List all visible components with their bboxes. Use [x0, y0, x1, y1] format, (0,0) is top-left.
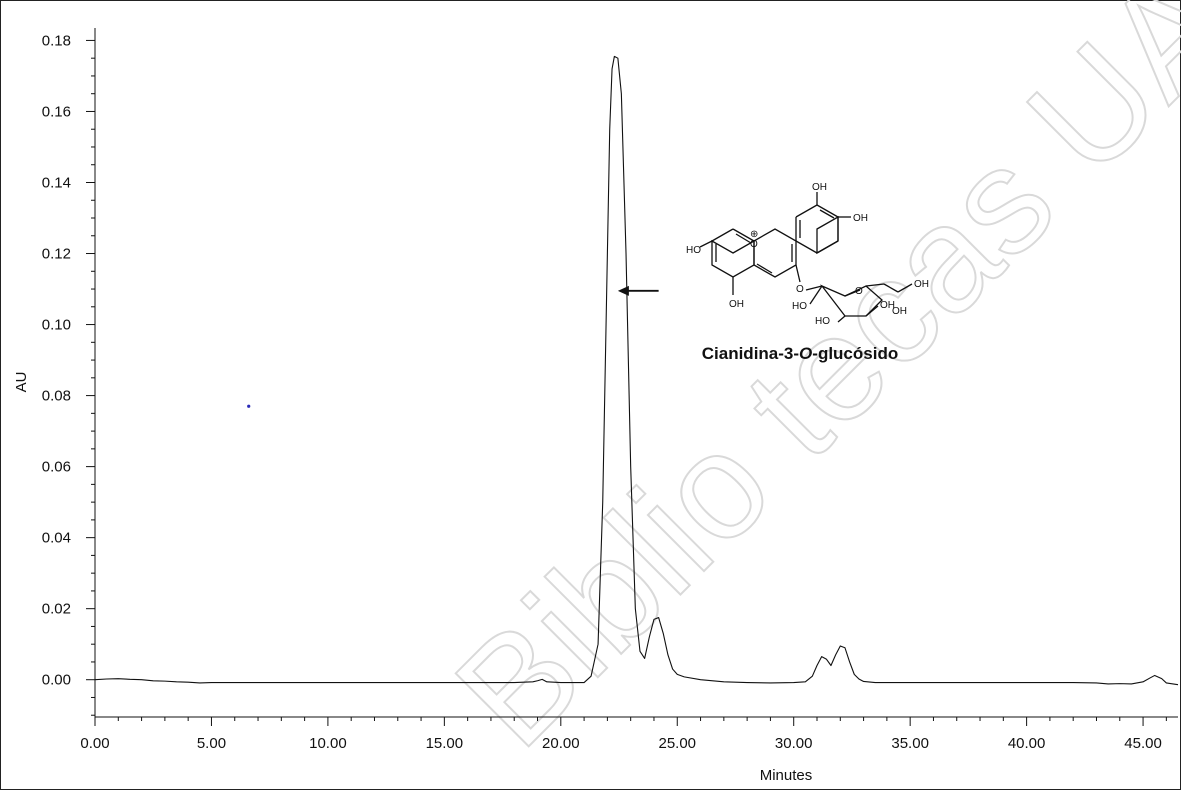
atom-oxonium-charge: ⊕	[750, 229, 758, 240]
watermark: Biblio tecas UAQ	[423, 0, 1181, 779]
x-tick-label: 25.00	[658, 735, 696, 752]
x-tick-label: 45.00	[1124, 735, 1162, 752]
atom-ho-1: HO	[686, 245, 701, 256]
atom-oh-4: OH	[914, 279, 929, 290]
x-axis-ticks: 0.00 5.00 10.00 15.00 20.00 25.00 30.00 35.00 40…	[80, 717, 1167, 752]
atom-o-ring: O	[750, 239, 758, 250]
y-tick-label: 0.10	[42, 317, 71, 334]
x-tick-label: 10.00	[309, 735, 347, 752]
peak-arrow-head	[617, 285, 629, 296]
atom-o-link: O	[796, 284, 804, 295]
axes	[94, 28, 1178, 718]
x-tick-label: 15.00	[426, 735, 464, 752]
atom-oh-6: OH	[892, 306, 907, 317]
ring-c	[753, 228, 797, 278]
y-tick-label: 0.04	[42, 530, 71, 547]
atom-ho-2: HO	[792, 301, 807, 312]
compound-name-suffix: -glucósido	[812, 344, 898, 363]
atom-oh-5: OH	[880, 300, 895, 311]
data-marker	[247, 404, 251, 408]
compound-name-prefix: Cianidina-3-	[702, 344, 799, 363]
compound-name-italic: O	[799, 344, 812, 363]
atom-oh-3: OH	[729, 299, 744, 310]
y-tick-label: 0.08	[42, 388, 71, 405]
y-tick-label: 0.14	[42, 174, 71, 191]
y-tick-label: 0.00	[42, 672, 71, 689]
ring-a	[711, 239, 755, 278]
y-tick-label: 0.18	[42, 32, 71, 49]
x-tick-label: 0.00	[80, 735, 109, 752]
y-tick-label: 0.02	[42, 601, 71, 618]
x-tick-label: 30.00	[775, 735, 813, 752]
chromatogram-trace-0	[94, 55, 1179, 686]
atom-labels: OH OH HO O OH OH O O OH HO HO OH ⊕	[686, 182, 929, 327]
x-tick-label: 5.00	[197, 735, 226, 752]
y-tick-label: 0.16	[42, 103, 71, 120]
x-tick-label: 40.00	[1008, 735, 1046, 752]
y-axis-label: AU	[13, 372, 30, 393]
y-tick-label: 0.12	[42, 246, 71, 263]
watermark-text: Biblio tecas UAQ	[424, 0, 1181, 778]
atom-oh-1: OH	[812, 182, 827, 193]
atom-oh-2: OH	[853, 213, 868, 224]
x-axis-label: Minutes	[760, 767, 813, 784]
x-tick-label: 35.00	[891, 735, 929, 752]
molecule-structure	[699, 192, 913, 323]
y-tick-label: 0.06	[42, 459, 71, 476]
compound-name: Cianidina-3-O-glucósido	[702, 344, 898, 363]
atom-ho-3: HO	[815, 316, 830, 327]
x-tick-label: 20.00	[542, 735, 580, 752]
y-axis-ticks: 0.00 0.02 0.04 0.06 0.08 0.10 0.12 0.14 0.16 0.18	[42, 32, 95, 716]
annotation-layer	[247, 285, 659, 408]
series-layer	[94, 55, 1179, 686]
atom-o-glucose: O	[855, 286, 863, 297]
